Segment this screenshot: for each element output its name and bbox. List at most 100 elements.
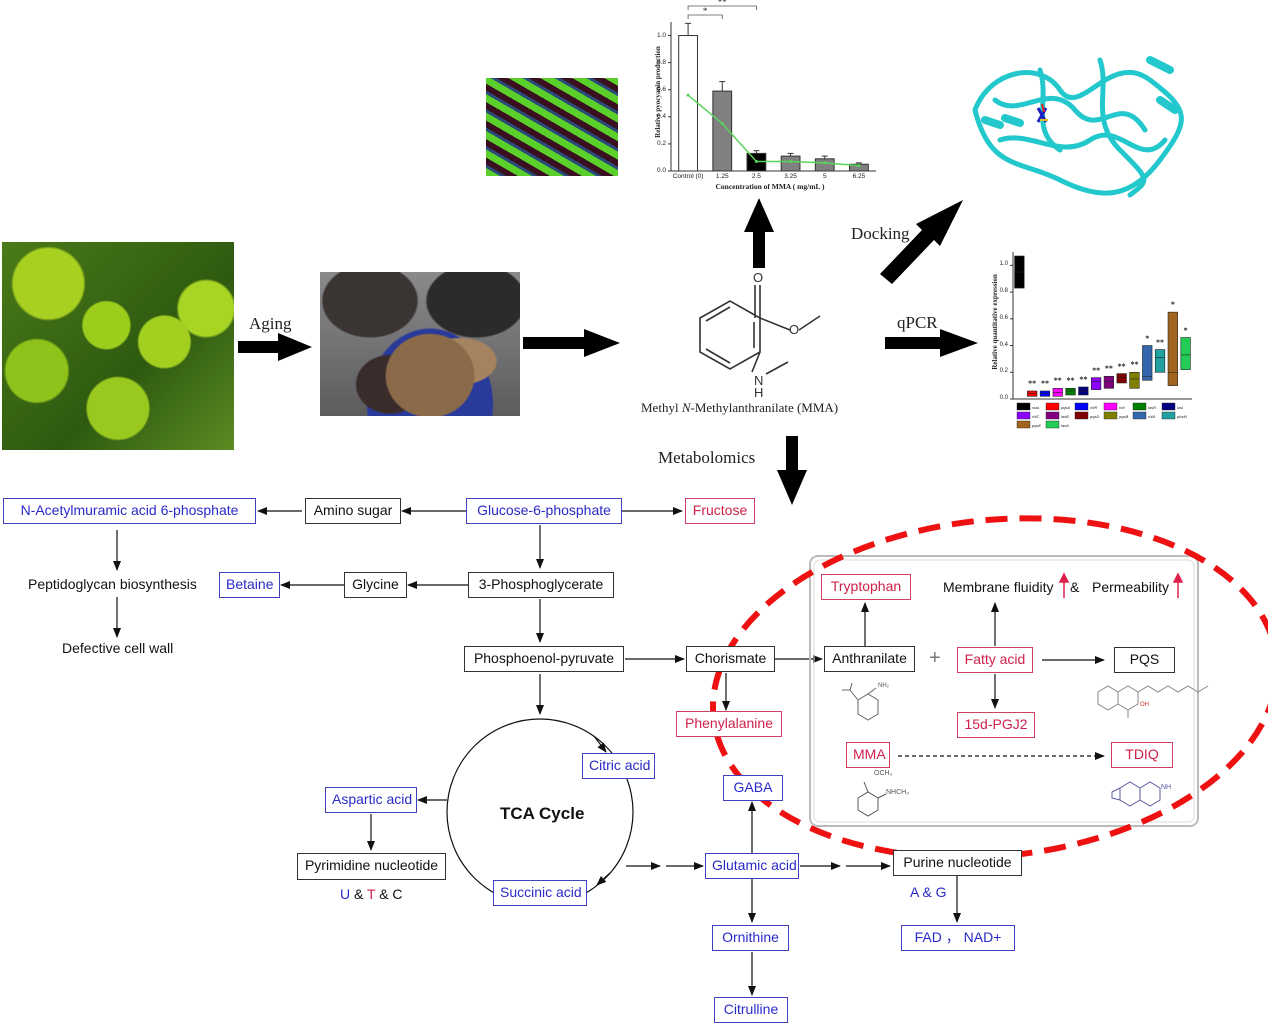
plus-sign: + bbox=[929, 647, 941, 669]
chart1-significance-bracket bbox=[687, 14, 723, 19]
qpcr-label: qPCR bbox=[897, 313, 938, 332]
chart2-legend-swatch bbox=[1016, 420, 1031, 429]
metabolomics-arrow bbox=[777, 436, 807, 505]
chart2-legend-label: lasR bbox=[1148, 405, 1156, 410]
node-defective-cell-wall: Defective cell wall bbox=[62, 640, 174, 656]
chart2-significance-label: ** bbox=[1028, 378, 1037, 388]
atom-nh2: NH₂ bbox=[878, 683, 889, 689]
mma-structure bbox=[699, 285, 821, 375]
chart2-box bbox=[1180, 337, 1191, 370]
chart2-legend-label: rsaL bbox=[1032, 405, 1040, 410]
node-anthranilate: Anthranilate bbox=[824, 646, 915, 672]
node-citrulline: Citrulline bbox=[714, 997, 788, 1023]
permeability-label: Permeability bbox=[1092, 579, 1170, 595]
chart2-legend-swatch bbox=[1074, 411, 1089, 420]
chart2-legend-swatch bbox=[1161, 411, 1176, 420]
chart2-box bbox=[1167, 311, 1178, 386]
chart2-significance-label: ** bbox=[1156, 337, 1165, 347]
up-arrow-icons bbox=[1058, 572, 1184, 598]
atom-nh: NH bbox=[1161, 784, 1172, 791]
chart2-legend-swatch bbox=[1132, 402, 1147, 411]
node-aspartic-acid: Aspartic acid bbox=[325, 787, 417, 813]
chart1-ticks bbox=[668, 5, 757, 172]
node-fatty-acid: Fatty acid bbox=[957, 647, 1033, 673]
chart1-significance-label: * bbox=[702, 6, 708, 16]
chart1-ytick-label: 0.2 bbox=[656, 139, 666, 147]
anthranilate-structure bbox=[842, 682, 879, 721]
chart2-ytick-label: 0.4 bbox=[999, 341, 1008, 348]
chart2-legend-swatch bbox=[1161, 402, 1176, 411]
chart2-significance-label: ** bbox=[1066, 376, 1075, 386]
node-tryptophan: Tryptophan bbox=[821, 574, 911, 600]
node-chorismate: Chorismate bbox=[686, 646, 775, 672]
chart2-significance-label: ** bbox=[1092, 365, 1101, 375]
pyrimidine-bases: U & T & C bbox=[340, 886, 403, 902]
chart2-box bbox=[1154, 349, 1166, 373]
chart1-significance-label: ** bbox=[717, 0, 727, 7]
chart2-legend-label: lasA bbox=[1061, 423, 1069, 428]
chart2-legend-swatch bbox=[1045, 420, 1060, 429]
docking-label: Docking bbox=[851, 224, 910, 243]
chart2-significance-label: ** bbox=[1053, 376, 1062, 386]
chart1-trend-point bbox=[686, 93, 690, 97]
chart1-ytick-label: 0.0 bbox=[656, 167, 666, 174]
metabolomics-label: Metabolomics bbox=[658, 448, 756, 467]
chart2-significance-label: ** bbox=[1130, 360, 1139, 370]
node-succinic-acid: Succinic acid bbox=[493, 880, 587, 906]
chart2-box bbox=[1116, 373, 1127, 384]
base-t: T bbox=[367, 886, 376, 902]
chart1-xtick-label: 6.25 bbox=[852, 173, 866, 180]
chart2-legend-label: pqsD bbox=[1089, 414, 1099, 419]
docking-arrow bbox=[880, 200, 963, 284]
chart2-legend-label: rhlC bbox=[1032, 414, 1039, 419]
chart1-xtick-label: 3.25 bbox=[784, 173, 797, 180]
compound-name-prefix: Methyl bbox=[641, 400, 682, 415]
node-peptidoglycan: Peptidoglycan biosynthesis bbox=[28, 576, 197, 592]
chart1-xlabel: Concentration of MMA ( mg/mL ) bbox=[715, 182, 825, 191]
chart2-legend-swatch bbox=[1132, 411, 1147, 420]
chart2-significance-label: ** bbox=[1104, 364, 1113, 374]
node-pqs: PQS bbox=[1114, 647, 1175, 673]
chart2-legend-swatch bbox=[1016, 402, 1031, 411]
chart1-ytick-label: 0.8 bbox=[656, 58, 666, 66]
chart2-significance-label: * bbox=[1183, 325, 1188, 335]
chart2-legend-label: rhlI bbox=[1119, 405, 1125, 410]
chart1-trend-point bbox=[720, 122, 724, 126]
chart1-xtick-label: 1.25 bbox=[715, 173, 729, 180]
chart1-ytick-label: 1.0 bbox=[656, 31, 666, 39]
base-u: U bbox=[340, 886, 351, 902]
chart2-axes bbox=[1012, 252, 1192, 400]
chart2-significance-label: ** bbox=[1117, 361, 1126, 371]
chart2-legend-label: lasI bbox=[1177, 405, 1184, 410]
to-mma-arrow bbox=[523, 329, 620, 357]
node-glucose-6-phosphate: Glucose-6-phosphate bbox=[466, 498, 622, 524]
chart2-legend-label: pqsA bbox=[1060, 405, 1070, 410]
aged-peel-photo bbox=[320, 272, 520, 416]
chart2-box bbox=[1103, 375, 1114, 389]
atom-h: H bbox=[754, 385, 764, 400]
node-15d-pgj2: 15d-PGJ2 bbox=[957, 712, 1035, 738]
node-pyrimidine-nucleotide: Pyrimidine nucleotide bbox=[297, 853, 446, 880]
chart1-axes bbox=[670, 22, 876, 172]
base-rest: & C bbox=[375, 886, 403, 902]
node-ornithine: Ornithine bbox=[712, 925, 789, 951]
chart2-legend-label: pqsE bbox=[1031, 423, 1041, 428]
chart2-legend-swatch bbox=[1074, 402, 1089, 411]
bacteria-photo bbox=[486, 78, 618, 176]
compound-name-italic: N bbox=[681, 400, 691, 415]
node-betaine: Betaine bbox=[219, 572, 280, 598]
chart2-legend-label: phzM bbox=[1176, 414, 1187, 419]
chart1-bar bbox=[678, 35, 698, 172]
node-3-phosphoglycerate: 3-Phosphoglycerate bbox=[468, 572, 614, 598]
compound-name-suffix: -Methylanthranilate (MMA) bbox=[690, 400, 839, 415]
chart2-ticks bbox=[1010, 264, 1013, 400]
chart2-legend-swatch bbox=[1045, 411, 1060, 420]
chart2-significance-label: ** bbox=[1040, 378, 1049, 388]
aging-arrow bbox=[238, 333, 312, 361]
up-to-chart-arrow bbox=[744, 198, 774, 268]
chart1-xtick-label: 5 bbox=[822, 173, 827, 180]
pathway-connectors bbox=[113, 507, 961, 996]
tdiq-structure bbox=[1111, 781, 1161, 807]
atom-o-ester: O bbox=[789, 322, 800, 337]
chart1-bar bbox=[814, 158, 835, 172]
